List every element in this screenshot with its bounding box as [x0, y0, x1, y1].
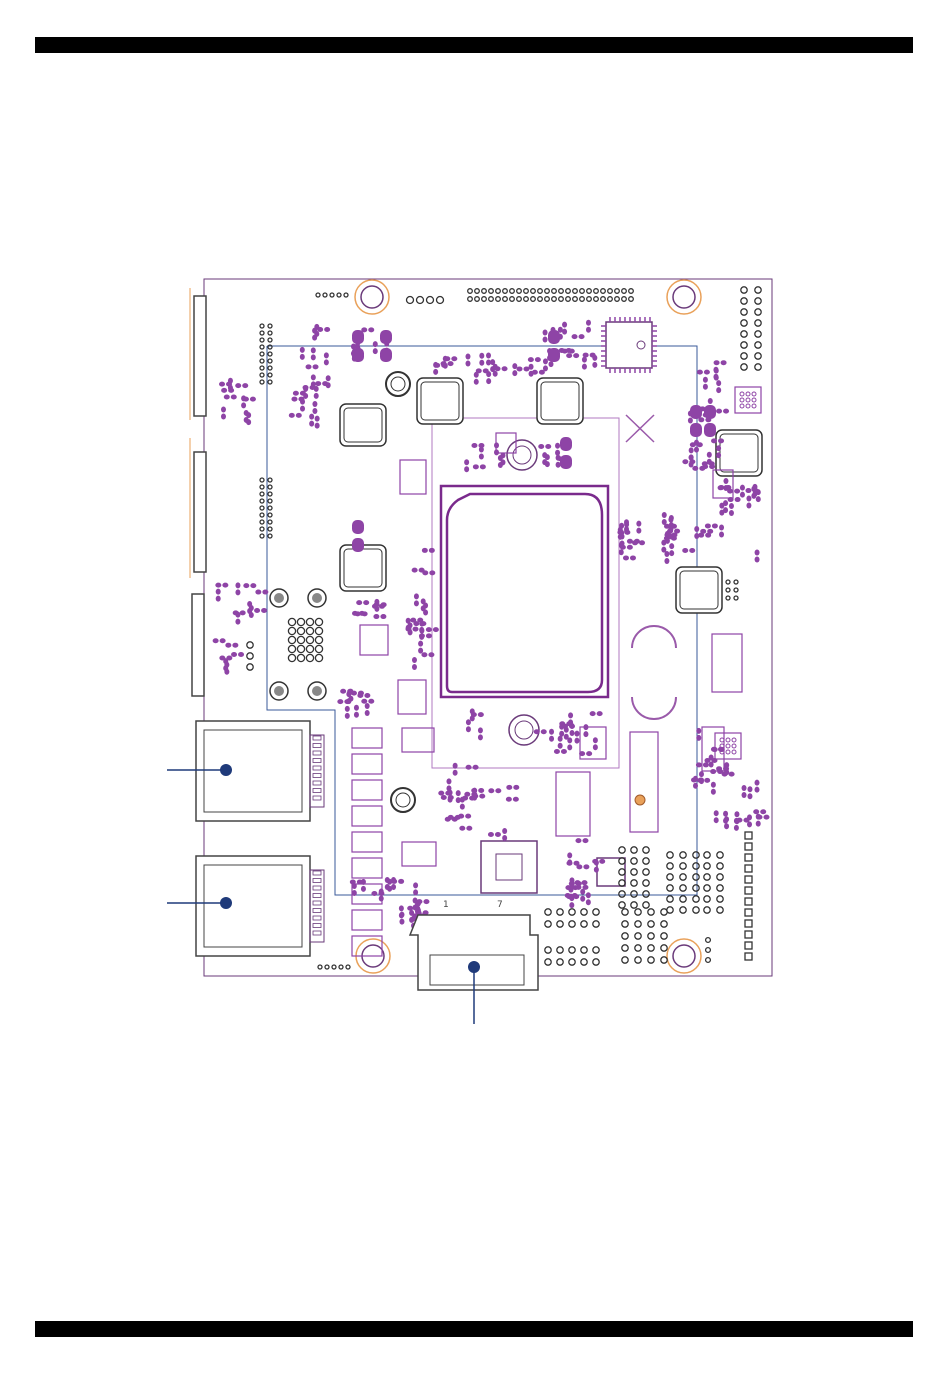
standoff-1	[507, 440, 537, 470]
inductor-6	[676, 567, 722, 613]
mounting-hole-tr	[667, 280, 701, 314]
mounting-hole-tl	[355, 280, 389, 314]
capacitor-outline-1	[632, 626, 676, 648]
cpu-package	[441, 486, 608, 697]
inductor-1	[340, 404, 386, 446]
left-edge-connector-1	[190, 288, 206, 420]
sd-card-slot	[192, 594, 204, 696]
cpu-die	[447, 494, 602, 692]
qfp-chip-top	[606, 322, 652, 368]
standoff-2	[509, 715, 539, 745]
standoff-4	[391, 788, 415, 812]
connector-pin-1-label: 1	[443, 900, 449, 910]
esd-marking	[626, 415, 654, 442]
qfn-chip-bottom	[481, 841, 537, 893]
left-edge-connector-2	[190, 438, 206, 578]
lower-usb-connector	[196, 856, 324, 956]
inductor-3	[537, 378, 583, 424]
callout-bottom-connector	[468, 961, 480, 1024]
inductor-5	[716, 430, 762, 476]
standoff-3	[386, 372, 410, 396]
mounting-hole-br	[667, 939, 701, 973]
upper-usb-connector	[196, 721, 324, 821]
keepout-frame	[267, 346, 697, 895]
connector-pin-7-label: 7	[497, 900, 503, 910]
capacitor-outline-2	[632, 697, 676, 719]
inductor-2	[417, 378, 463, 424]
inductor-4	[340, 545, 386, 591]
